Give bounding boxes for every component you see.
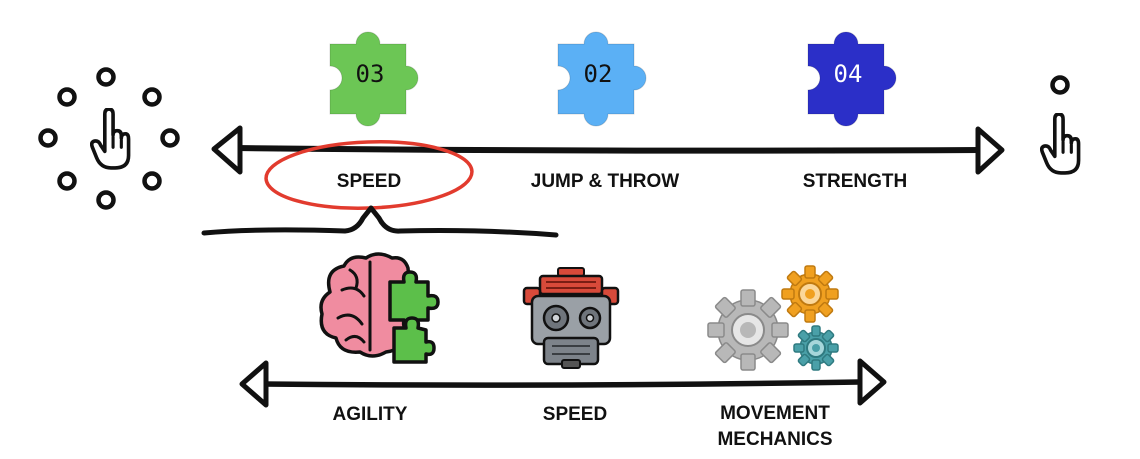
- bottom-label-speed: SPEED: [542, 404, 608, 425]
- multi-tap-gesture-icon: [38, 67, 180, 210]
- tap-dot: [160, 128, 180, 148]
- tap-dot: [1050, 75, 1070, 95]
- puzzle-piece-04[interactable]: 04: [807, 31, 897, 127]
- tap-dot: [57, 87, 77, 107]
- right-arrowhead-icon: [975, 126, 1005, 175]
- top-timeline-arrow: [211, 125, 1005, 175]
- pointer-hand-icon: [90, 108, 131, 170]
- left-arrowhead-icon: [211, 125, 243, 175]
- top-label-strength[interactable]: STRENGTH: [802, 171, 908, 192]
- tap-dot: [57, 171, 77, 191]
- top-label-jump-throw[interactable]: JUMP & THROW: [530, 171, 680, 192]
- gears-icon: [707, 265, 839, 371]
- tap-dot: [142, 171, 162, 191]
- pointer-hand-icon: [1040, 113, 1081, 175]
- puzzle-piece-number: 03: [356, 60, 385, 88]
- tap-dot: [96, 190, 116, 210]
- puzzle-piece-number: 02: [584, 60, 613, 88]
- teal-gear-icon: [793, 325, 839, 371]
- expansion-bracket: [201, 205, 559, 238]
- brain-puzzle-icon: [319, 252, 440, 364]
- puzzle-piece-number: 04: [834, 60, 863, 88]
- puzzle-piece-row: 03 02 04: [329, 31, 897, 127]
- bottom-label-movement-mechanics: MOVEMENT MECHANICS: [690, 401, 860, 453]
- gray-gear-icon: [707, 289, 789, 371]
- left-arrowhead-icon: [239, 360, 269, 408]
- single-tap-gesture-icon: [1040, 75, 1081, 175]
- puzzle-piece-shape: [807, 31, 897, 127]
- tap-dot: [38, 128, 58, 148]
- puzzle-piece-02[interactable]: 02: [557, 31, 647, 127]
- puzzle-piece-shape: [329, 31, 419, 127]
- tap-dot: [142, 87, 162, 107]
- orange-gear-icon: [781, 265, 839, 323]
- right-arrowhead-icon: [857, 358, 887, 406]
- engine-icon: [522, 267, 620, 369]
- top-label-speed[interactable]: SPEED: [336, 171, 402, 192]
- bottom-label-line-1: MOVEMENT: [720, 403, 830, 424]
- puzzle-piece-shape: [557, 31, 647, 127]
- puzzle-piece-03[interactable]: 03: [329, 31, 419, 127]
- bottom-label-agility: AGILITY: [332, 404, 408, 425]
- tap-dot: [96, 67, 116, 87]
- bottom-timeline-arrow: [239, 358, 887, 408]
- bottom-label-line-2: MECHANICS: [717, 429, 833, 450]
